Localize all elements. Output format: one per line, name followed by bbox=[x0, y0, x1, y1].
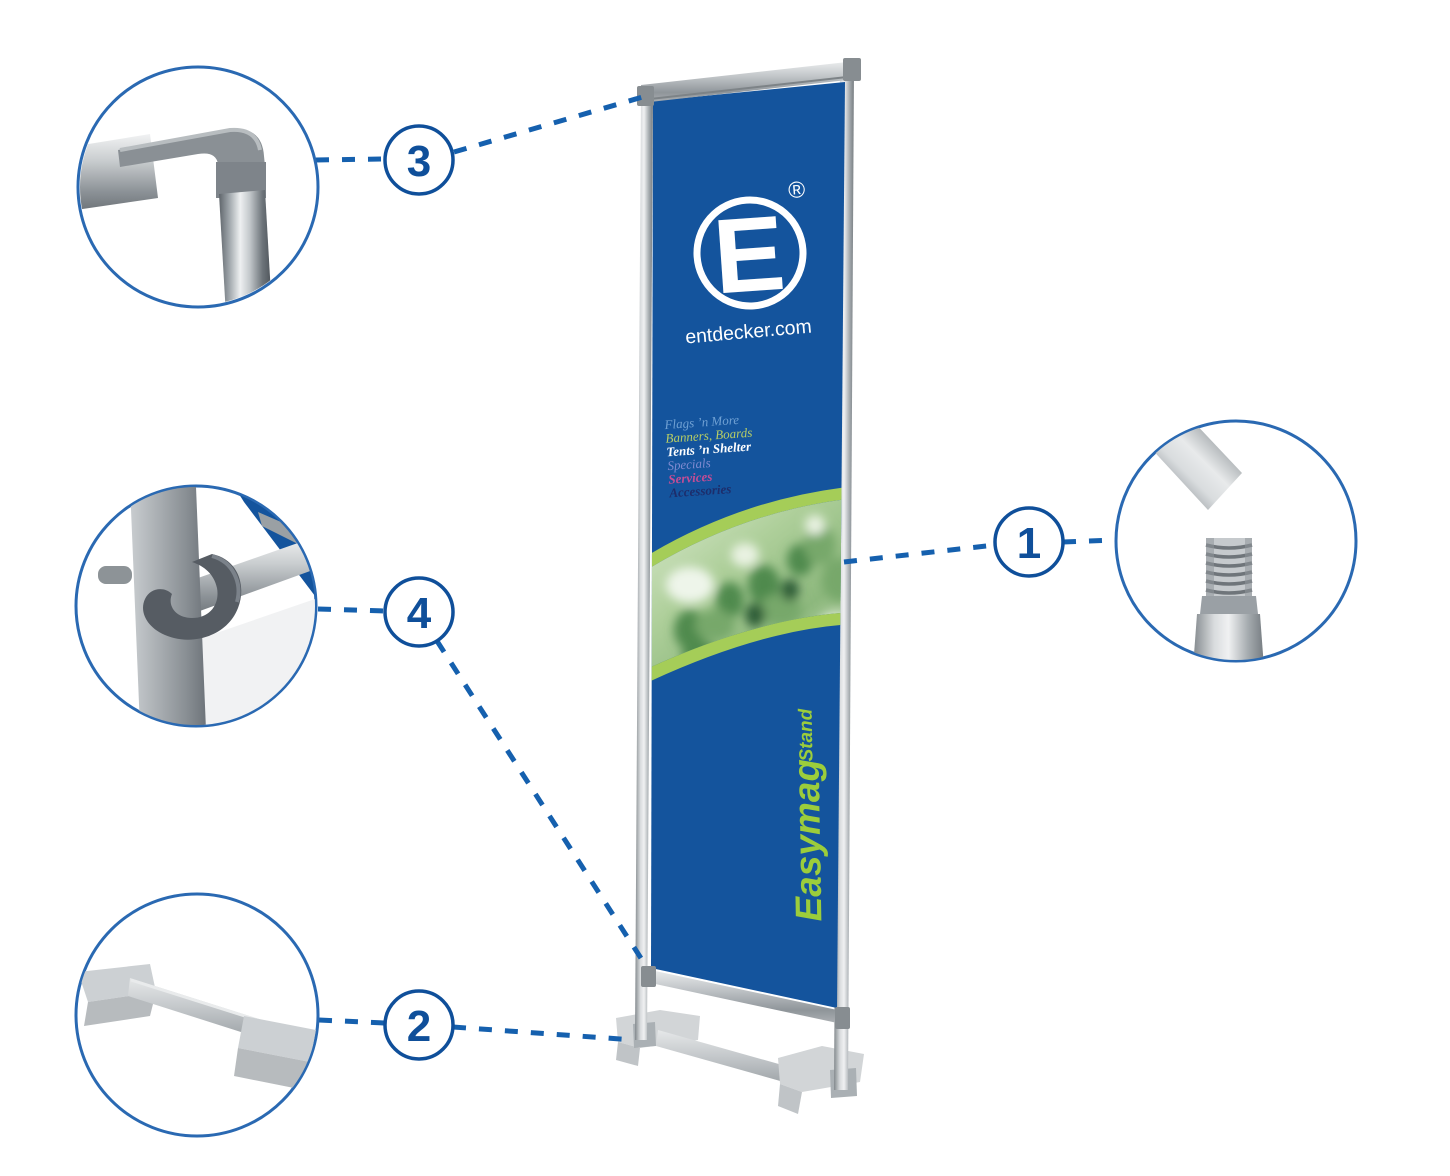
menu-item: Flags ’n More bbox=[663, 412, 740, 432]
top-rail-cap-left bbox=[637, 86, 654, 106]
corner-joint-detail-circle bbox=[76, 65, 320, 309]
callout-badges: 3 4 2 1 bbox=[383, 124, 1065, 1061]
menu-item: Services bbox=[668, 469, 713, 487]
callout-line-1a bbox=[843, 542, 996, 565]
logo-letter: E bbox=[710, 194, 789, 317]
badge-number: 3 bbox=[407, 137, 431, 186]
top-rail-cap-right bbox=[843, 58, 861, 81]
menu-item: Tents ’n Shelter bbox=[666, 438, 753, 459]
product-suffix-text: Stand bbox=[796, 708, 818, 762]
product-name-group: Easymag Stand bbox=[786, 708, 830, 922]
top-rail bbox=[641, 61, 856, 103]
callout-badge-1: 1 bbox=[993, 506, 1065, 578]
product-name-text: Easymag bbox=[786, 759, 830, 922]
foot-plate-right bbox=[238, 1016, 316, 1062]
base-crossbar bbox=[656, 1030, 800, 1086]
banner-graphic: E ® entdecker.com Flags ’n More Banners,… bbox=[651, 82, 845, 1008]
swoosh-photo-band bbox=[651, 486, 845, 686]
clamp-hook-detail-circle bbox=[74, 484, 318, 728]
badge-number: 2 bbox=[407, 1002, 431, 1051]
badge-number: 1 bbox=[1017, 519, 1041, 568]
stand-base bbox=[616, 1010, 864, 1114]
menu-item: Accessories bbox=[668, 481, 732, 500]
callout-line-4b bbox=[434, 639, 649, 968]
bottom-rail bbox=[646, 969, 842, 1024]
brand-logo: E ® bbox=[693, 176, 807, 317]
angled-tube bbox=[1124, 422, 1242, 510]
banner-menu-list: Flags ’n More Banners, Boards Tents ’n S… bbox=[663, 412, 753, 501]
callout-line-1b bbox=[1062, 537, 1117, 545]
registered-mark: ® bbox=[787, 176, 806, 203]
horizontal-tube bbox=[178, 536, 315, 616]
collar bbox=[1200, 596, 1258, 614]
threaded-connector-detail-circle bbox=[1114, 419, 1358, 663]
banner-stand: E ® entdecker.com Flags ’n More Banners,… bbox=[616, 58, 864, 1114]
menu-item: Specials bbox=[667, 455, 711, 473]
pole-left bbox=[635, 92, 653, 1040]
callout-badge-4: 4 bbox=[383, 576, 455, 648]
bottom-rail-cap-left bbox=[641, 966, 656, 987]
badge-number: 4 bbox=[407, 589, 432, 638]
callout-line-2a bbox=[318, 1017, 386, 1026]
bottom-rail-cap-right bbox=[835, 1007, 850, 1029]
menu-item: Banners, Boards bbox=[665, 425, 753, 446]
callout-badge-3: 3 bbox=[383, 124, 455, 196]
callout-line-4a bbox=[317, 606, 386, 614]
lower-pole bbox=[1193, 614, 1264, 660]
tube-stub bbox=[98, 566, 132, 584]
callout-line-3b bbox=[453, 93, 647, 155]
callout-badge-2: 2 bbox=[383, 989, 455, 1061]
base-foot-detail-circle bbox=[74, 892, 320, 1138]
callout-line-2b bbox=[452, 1024, 635, 1043]
clamp-hook bbox=[143, 554, 242, 640]
logo-ring-icon bbox=[693, 196, 807, 310]
callout-lines bbox=[315, 93, 1117, 1043]
vertical-tube bbox=[219, 190, 272, 305]
callout-line-3a bbox=[315, 156, 385, 163]
foot-crossbar bbox=[128, 978, 268, 1040]
